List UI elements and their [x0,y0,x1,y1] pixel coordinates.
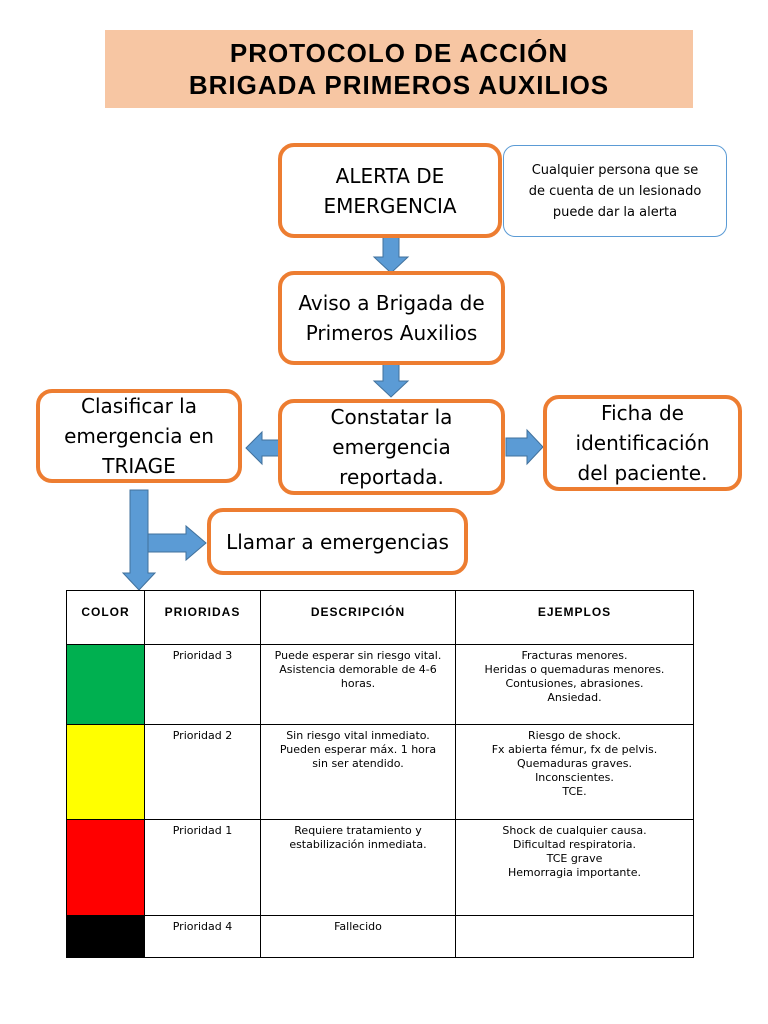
arrow-right [505,428,544,466]
title-line-1: PROTOCOLO DE ACCIÓN [229,38,569,68]
examples-cell [455,915,694,958]
arrow-down-1 [372,236,410,274]
color-swatch [66,644,145,725]
alerta-text: ALERTA DE EMERGENCIA [323,163,457,218]
arrow-left [245,430,281,466]
color-swatch [66,819,145,916]
triage-table: COLOR PRIORIDAS DESCRIPCIÓN EJEMPLOS Pri… [66,590,694,958]
alerta-note: Cualquier persona que se de cuenta de un… [503,145,727,237]
priority-cell: Prioridad 4 [144,915,261,958]
arrow-down-2 [372,362,410,398]
priority-cell: Prioridad 1 [144,819,261,916]
table-row: Prioridad 2 Sin riesgo vital inmediato. … [66,724,694,820]
ficha-text: Ficha de identificación del paciente. [575,401,710,485]
examples-cell: Riesgo de shock. Fx abierta fémur, fx de… [455,724,694,820]
description-cell: Sin riesgo vital inmediato. Pueden esper… [260,724,456,820]
constatar-box: Constatar la emergencia reportada. [278,399,505,495]
header-ejemplos: EJEMPLOS [455,590,694,645]
color-swatch [66,724,145,820]
ficha-box: Ficha de identificación del paciente. [543,395,742,491]
arrow-right-2 [147,524,207,562]
examples-cell: Shock de cualquier causa. Dificultad res… [455,819,694,916]
title-banner: PROTOCOLO DE ACCIÓN BRIGADA PRIMEROS AUX… [105,30,693,108]
aviso-box: Aviso a Brigada de Primeros Auxilios [278,271,505,365]
examples-cell: Fracturas menores. Heridas o quemaduras … [455,644,694,725]
table-header-row: COLOR PRIORIDAS DESCRIPCIÓN EJEMPLOS [66,590,694,645]
table-row: Prioridad 1 Requiere tratamiento y estab… [66,819,694,916]
header-descripcion: DESCRIPCIÓN [260,590,456,645]
header-color: COLOR [66,590,145,645]
description-cell: Fallecido [260,915,456,958]
priority-cell: Prioridad 2 [144,724,261,820]
header-prioridad: PRIORIDAS [144,590,261,645]
table-row: Prioridad 3 Puede esperar sin riesgo vit… [66,644,694,725]
description-cell: Requiere tratamiento y estabilización in… [260,819,456,916]
aviso-text: Aviso a Brigada de Primeros Auxilios [298,291,485,345]
arrow-down-3 [121,489,157,591]
constatar-text: Constatar la emergencia reportada. [330,405,453,489]
llamar-text: Llamar a emergencias [226,529,449,554]
color-swatch [66,915,145,958]
llamar-box: Llamar a emergencias [207,508,468,575]
clasificar-box: Clasificar la emergencia en TRIAGE [36,389,242,483]
description-cell: Puede esperar sin riesgo vital. Asistenc… [260,644,456,725]
table-row: Prioridad 4 Fallecido [66,915,694,958]
alerta-note-text: Cualquier persona que se de cuenta de un… [528,162,702,220]
title-line-2: BRIGADA PRIMEROS AUXILIOS [188,70,610,100]
alerta-box: ALERTA DE EMERGENCIA [278,143,502,238]
clasificar-text: Clasificar la emergencia en TRIAGE [64,394,214,478]
priority-cell: Prioridad 3 [144,644,261,725]
